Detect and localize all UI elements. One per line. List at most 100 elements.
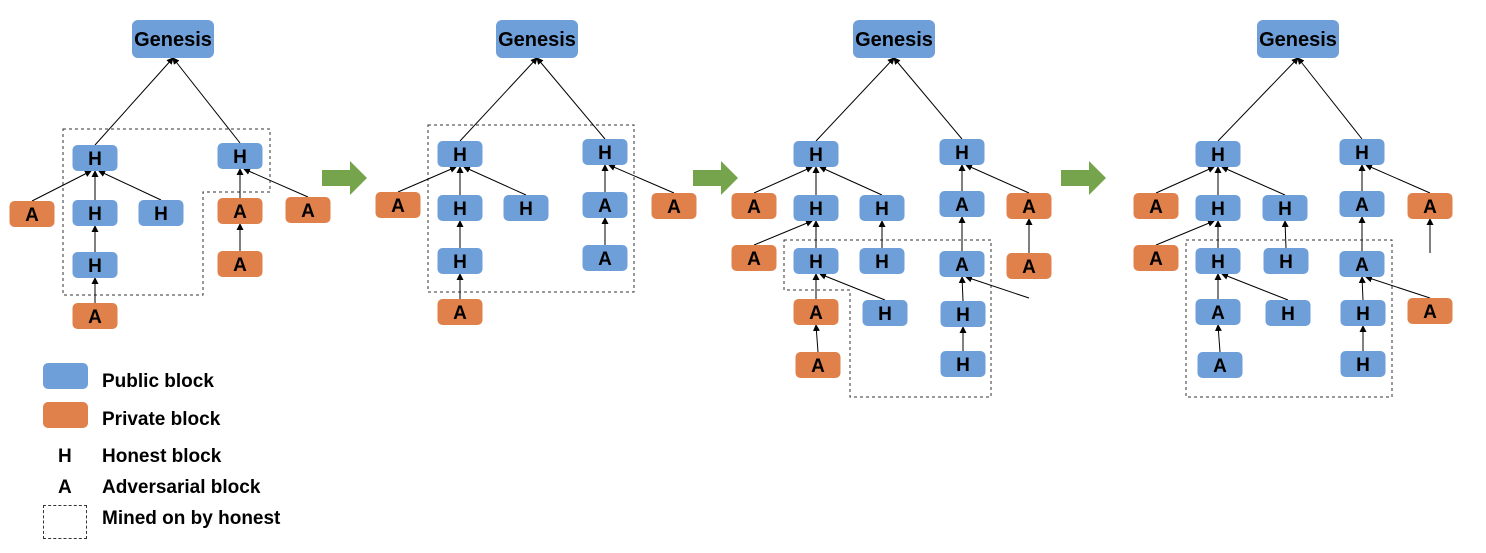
chain-edge: [893, 57, 963, 140]
public-adversarial-block: [1197, 352, 1243, 378]
honest-block-label: H: [1279, 252, 1293, 273]
legend-public-swatch: [43, 363, 88, 389]
private-adversarial-block: [217, 198, 263, 224]
chain-edge: [31, 170, 92, 202]
public-honest-block: [437, 248, 483, 274]
honest-block-label: H: [233, 147, 247, 168]
chain-edge: [1358, 276, 1366, 301]
private-adversarial-block: [1407, 193, 1453, 219]
public-honest-block: [862, 300, 908, 326]
adversarial-block-label: A: [1213, 356, 1227, 377]
adversarial-block-label: A: [598, 249, 612, 270]
public-honest-block: [1340, 300, 1386, 326]
adversarial-block-label: A: [1355, 255, 1369, 276]
honest-block-label: H: [1356, 355, 1370, 376]
public-honest-block: [72, 200, 118, 226]
genesis-block: [132, 20, 214, 58]
mined-by-honest-region: [427, 124, 635, 293]
public-honest-block: [793, 141, 839, 167]
legend-honest-label: Honest block: [102, 446, 222, 467]
chain-edge: [172, 57, 241, 144]
mined-by-honest-region: [62, 128, 271, 296]
chain-edge: [753, 166, 813, 194]
chain-edge: [397, 166, 457, 193]
chain-edge: [1217, 57, 1299, 142]
chain-edge: [1155, 166, 1215, 194]
public-honest-block: [72, 145, 118, 171]
chain-edge: [958, 276, 966, 302]
public-honest-block: [72, 252, 118, 278]
chain-edge: [812, 324, 820, 353]
private-adversarial-block: [1006, 253, 1052, 279]
mined-by-honest-region: [1185, 239, 1393, 398]
private-adversarial-block: [731, 193, 777, 219]
adversarial-block-label: A: [1149, 197, 1163, 218]
chain-edge: [1281, 220, 1289, 249]
legend-private-label: Private block: [102, 409, 221, 430]
adversarial-block-label: A: [453, 303, 467, 324]
chain-edge: [753, 220, 813, 246]
public-honest-block: [1340, 351, 1386, 377]
honest-block-label: H: [88, 204, 102, 225]
legend-mined-label: Mined on by honest: [102, 508, 281, 529]
legend-honest-symbol: H: [58, 446, 72, 467]
legend-adversarial-label: Adversarial block: [102, 477, 261, 498]
private-adversarial-block: [1133, 245, 1179, 271]
genesis-label: Genesis: [855, 29, 933, 51]
chain-edge: [819, 166, 883, 196]
chain-edge: [459, 57, 538, 142]
public-honest-block: [1195, 195, 1241, 221]
honest-block-label: H: [1356, 304, 1370, 325]
adversarial-block-label: A: [747, 249, 761, 270]
public-honest-block: [1195, 141, 1241, 167]
chain-edge: [1365, 275, 1431, 299]
private-adversarial-block: [285, 197, 331, 223]
honest-block-label: H: [956, 355, 970, 376]
genesis-block: [853, 20, 935, 58]
honest-block-label: H: [1355, 143, 1369, 164]
adversarial-block-label: A: [809, 303, 823, 324]
adversarial-block-label: A: [25, 205, 39, 226]
public-honest-block: [940, 351, 986, 377]
transition-arrow: [322, 161, 367, 195]
adversarial-block-label: A: [1211, 303, 1225, 324]
public-honest-block: [582, 139, 628, 165]
adversarial-block-label: A: [1149, 249, 1163, 270]
private-adversarial-block: [1133, 193, 1179, 219]
adversarial-block-label: A: [955, 195, 969, 216]
private-adversarial-block: [731, 245, 777, 271]
adversarial-block-label: A: [88, 307, 102, 328]
adversarial-block-label: A: [301, 201, 315, 222]
adversarial-block-label: A: [1022, 197, 1036, 218]
adversarial-block-label: A: [747, 197, 761, 218]
chain-edge: [536, 57, 606, 140]
genesis-block: [1257, 20, 1339, 58]
chain-edge: [608, 164, 675, 194]
private-adversarial-block: [793, 299, 839, 325]
legend-public-label: Public block: [102, 371, 214, 392]
legend-adversarial-symbol: A: [58, 477, 72, 498]
transition-arrow: [1061, 161, 1106, 195]
public-honest-block: [859, 195, 905, 221]
honest-block-label: H: [955, 143, 969, 164]
chain-edge: [819, 272, 886, 301]
mined-by-honest-region: [783, 239, 992, 398]
chain-edge: [1221, 272, 1289, 301]
adversarial-block-label: A: [391, 196, 405, 217]
private-adversarial-block: [375, 192, 421, 218]
genesis-label: Genesis: [498, 29, 576, 51]
chain-edge: [815, 57, 895, 142]
chain-edge: [1221, 166, 1286, 196]
honest-block-label: H: [809, 145, 823, 166]
chain-edge: [94, 57, 174, 146]
honest-block-label: H: [956, 305, 970, 326]
genesis-label: Genesis: [1259, 29, 1337, 51]
private-adversarial-block: [72, 303, 118, 329]
public-honest-block: [859, 248, 905, 274]
honest-block-label: H: [453, 252, 467, 273]
genesis-block: [496, 20, 578, 58]
public-honest-block: [437, 195, 483, 221]
honest-block-label: H: [1211, 145, 1225, 166]
honest-block-label: H: [809, 252, 823, 273]
honest-block-label: H: [1211, 252, 1225, 273]
